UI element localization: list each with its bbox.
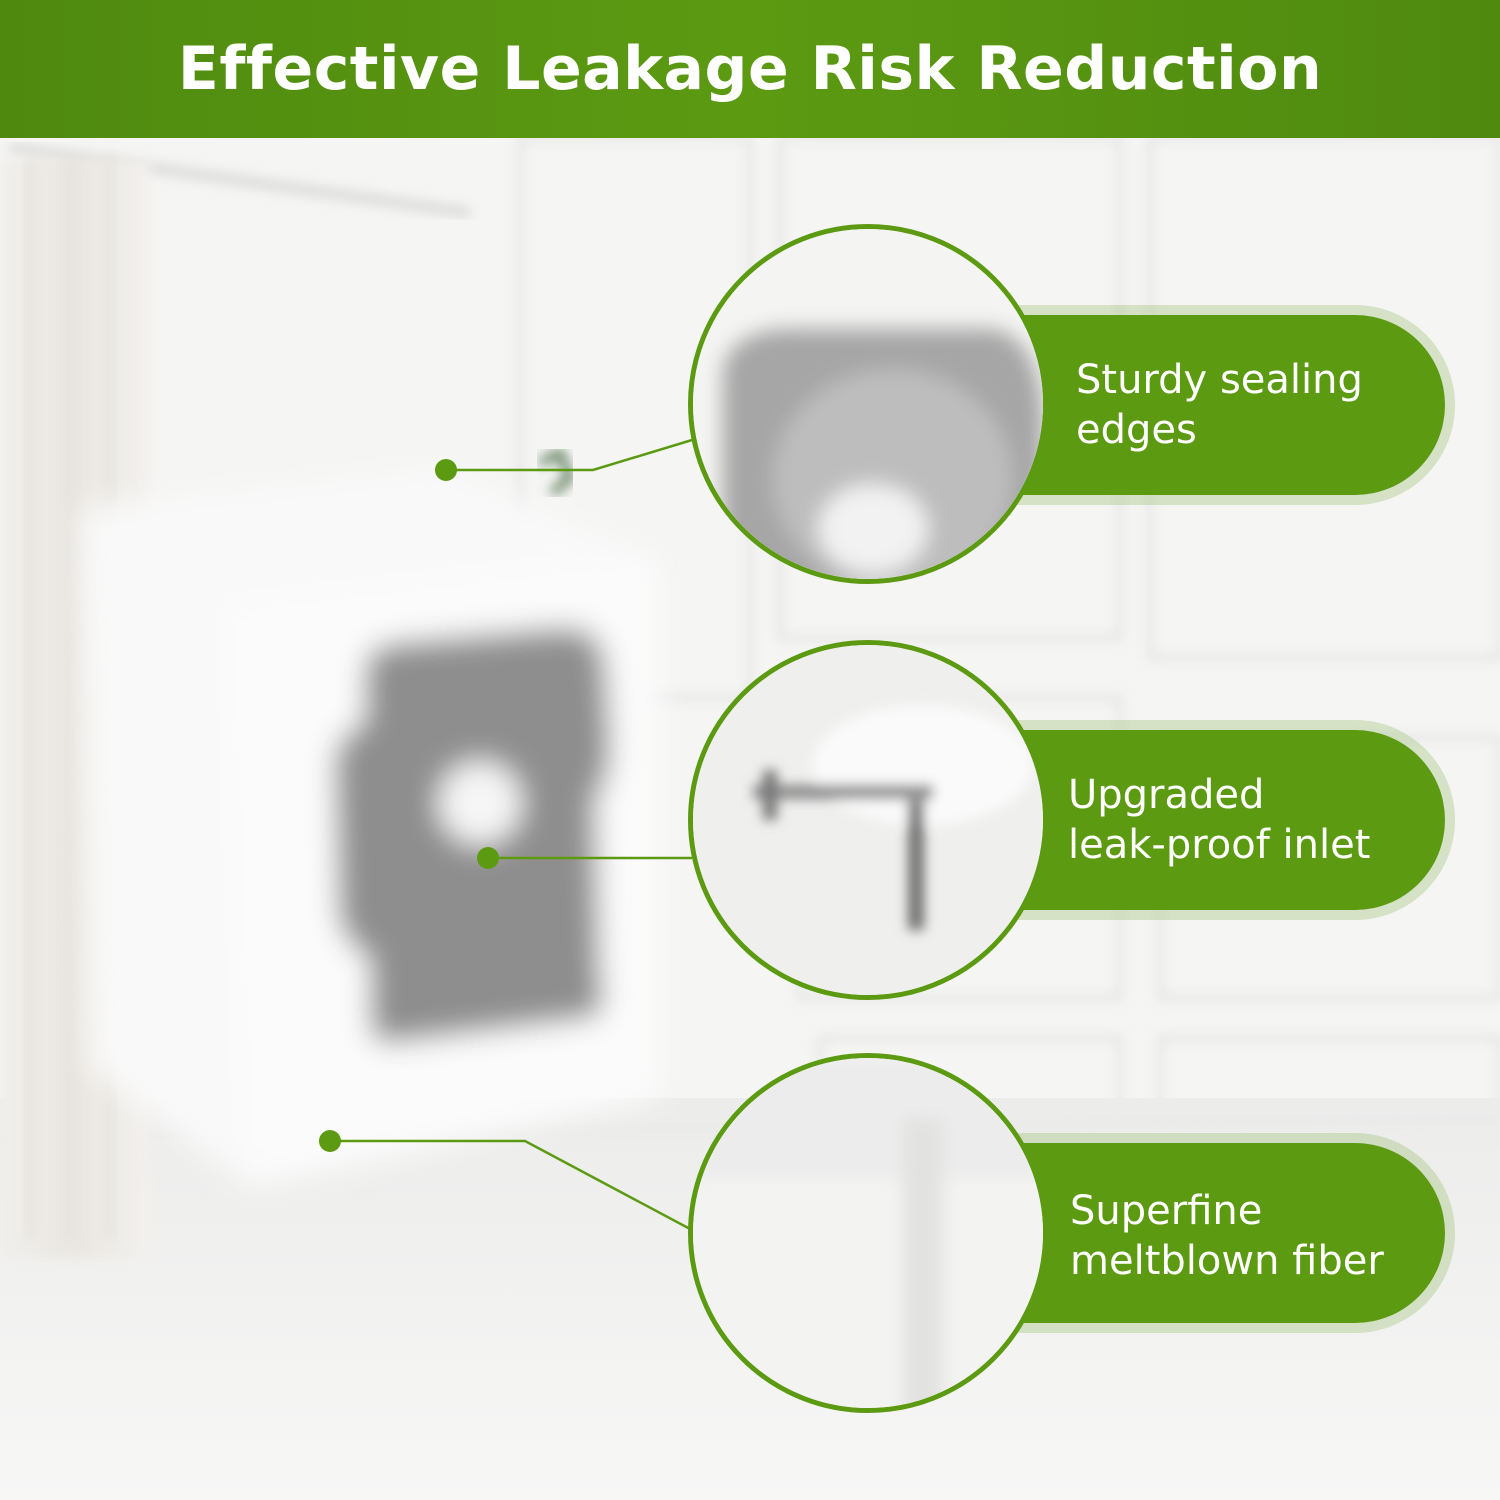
- zoom-image-edges: [693, 229, 1043, 579]
- feature-label-line: Superfine: [1070, 1188, 1263, 1234]
- feature-label-line: Sturdy sealing: [1076, 357, 1363, 403]
- title-banner: Effective Leakage Risk Reduction: [0, 0, 1500, 138]
- feature-label-line: edges: [1076, 407, 1197, 453]
- feature-label-inlet: Upgraded leak-proof inlet: [1068, 770, 1370, 870]
- feature-label-edges: Sturdy sealing edges: [1076, 355, 1363, 455]
- zoom-image-fiber: [693, 1058, 1043, 1408]
- zoom-circle-edges: [688, 224, 1048, 584]
- feature-label-line: Upgraded: [1068, 772, 1265, 818]
- connector-lines: [330, 438, 693, 1232]
- feature-label-line: leak-proof inlet: [1068, 822, 1371, 868]
- callout-dot-edges: [435, 459, 457, 481]
- page-title: Effective Leakage Risk Reduction: [177, 34, 1323, 104]
- callout-dot-fiber: [319, 1130, 341, 1152]
- feature-label-fiber: Superfine meltblown fiber: [1070, 1186, 1384, 1286]
- zoom-image-inlet: [693, 645, 1043, 995]
- zoom-circle-inlet: [688, 640, 1048, 1000]
- callout-dot-inlet: [477, 847, 499, 869]
- feature-label-line: meltblown fiber: [1070, 1238, 1384, 1284]
- zoom-circle-fiber: [688, 1053, 1048, 1413]
